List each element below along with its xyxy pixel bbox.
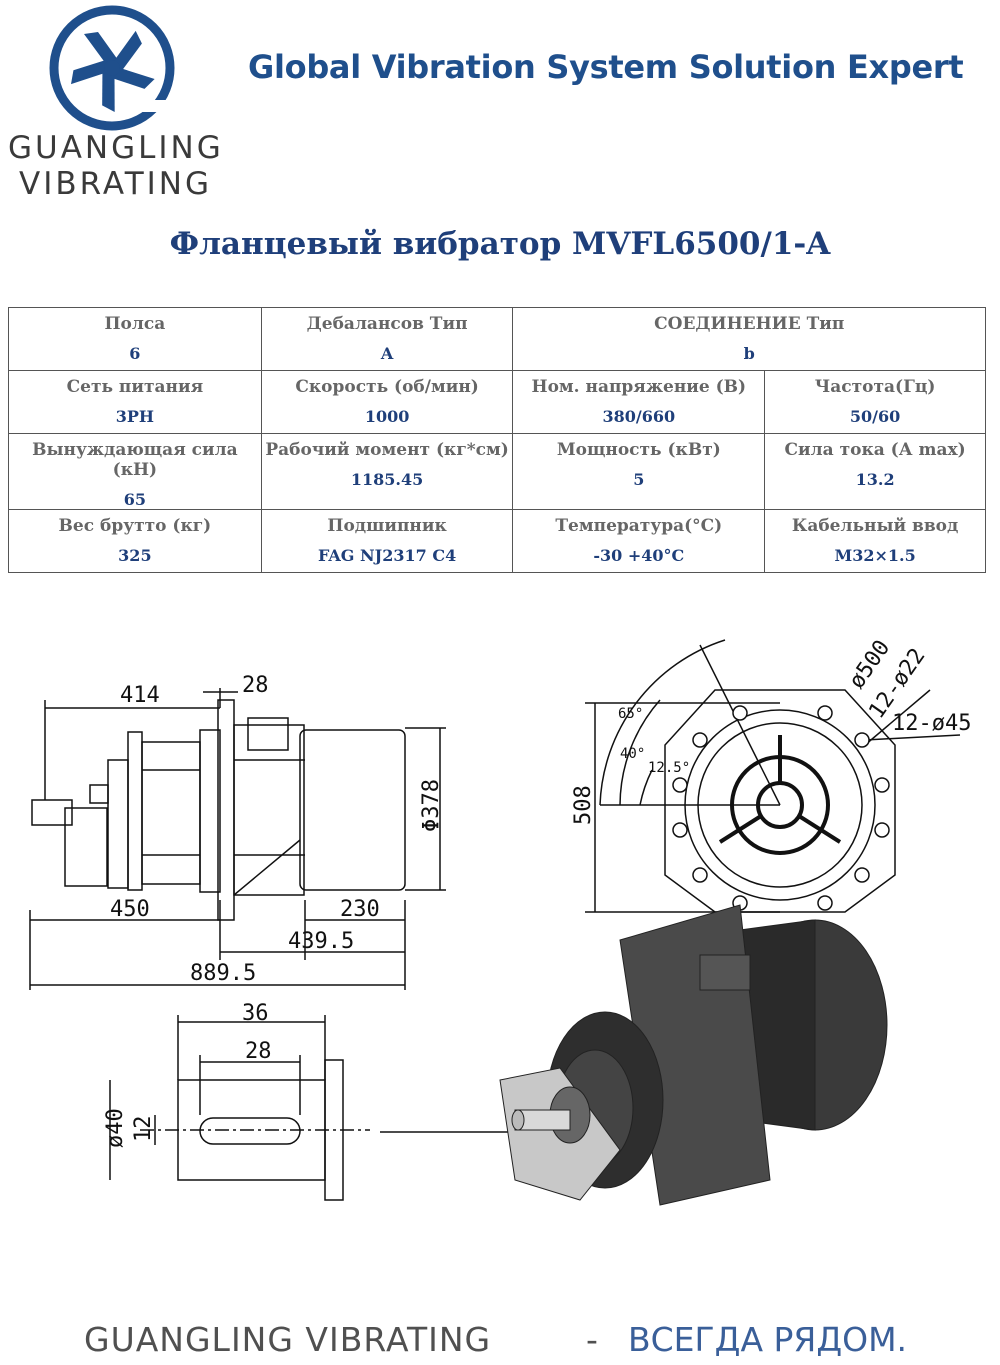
dim-230: 230 (340, 897, 380, 922)
spec-value: 5 (633, 470, 645, 489)
spec-cell: Частота(Гц) 50/60 (764, 370, 986, 434)
footer-brand: GUANGLING VIBRATING (84, 1320, 492, 1359)
dim-12-d45: 12-ø45 (892, 711, 971, 736)
spec-value: 13.2 (855, 470, 895, 489)
spec-value: M32×1.5 (834, 546, 916, 565)
shaft-detail-drawing (109, 1015, 510, 1201)
spec-label: Вес брутто (кг) (58, 516, 212, 536)
spec-value: 325 (118, 546, 152, 565)
dim-508: 508 (571, 785, 596, 825)
dim-439-5: 439.5 (288, 929, 354, 954)
spec-value: b (743, 344, 755, 363)
spec-label: Рабочий момент (кг*см) (265, 440, 509, 460)
spec-value: 65 (123, 490, 146, 509)
spec-value: 1185.45 (350, 470, 424, 489)
spec-row: Сеть питания 3PH Скорость (об/мин) 1000 Но… (8, 370, 986, 434)
spec-cell: Сеть питания 3PH (8, 370, 262, 434)
dim-28-key: 28 (245, 1039, 272, 1064)
spec-label: Частота(Гц) (814, 377, 936, 397)
dim-450: 450 (110, 897, 150, 922)
spec-label: Мощность (кВт) (556, 440, 721, 460)
dim-40deg: 40° (620, 746, 645, 762)
dim-36: 36 (242, 1001, 269, 1026)
spec-cell: Температура(°C) -30 +40°C (512, 509, 766, 573)
spec-cell: СОЕДИНЕНИЕ Тип b (512, 307, 986, 371)
spec-cell: Вынуждающая сила (кН) 65 (8, 433, 262, 510)
spec-value: FAG NJ2317 C4 (317, 546, 457, 565)
spec-value: 3PH (115, 407, 155, 426)
spec-cell: Рабочий момент (кг*см) 1185.45 (260, 433, 514, 510)
technical-drawings: 414 28 Φ378 450 230 439.5 889.5 508 65° … (29, 636, 971, 1206)
brand-name-line1: GUANGLING (8, 130, 224, 166)
footer-slogan: ВСЕГДА РЯДОМ. (628, 1320, 908, 1359)
dim-65deg: 65° (618, 706, 643, 722)
tagline: Global Vibration System Solution Expert (248, 48, 964, 86)
spec-value: A (380, 344, 394, 363)
spec-cell: Мощность (кВт) 5 (512, 433, 766, 510)
dim-12-key: 12 (131, 1116, 156, 1143)
footer-dash: - (586, 1320, 598, 1359)
spec-label: Скорость (об/мин) (295, 377, 479, 397)
dim-12-5deg: 12.5° (648, 760, 690, 776)
spec-label: Кабельный ввод (791, 516, 959, 536)
spec-value: 50/60 (849, 407, 901, 426)
spec-label: Ном. напряжение (В) (531, 377, 747, 397)
spec-label: Вынуждающая сила (кН) (32, 440, 238, 480)
footer: GUANGLING VIBRATING - ВСЕГДА РЯДОМ. (0, 1318, 1000, 1365)
spec-cell: Сила тока (А max) 13.2 (764, 433, 986, 510)
spec-cell: Скорость (об/мин) 1000 (260, 370, 514, 434)
spec-label: Сеть питания (66, 377, 204, 397)
spec-label: СОЕДИНЕНИЕ Тип (654, 314, 845, 334)
spec-value: 6 (129, 344, 141, 363)
spec-label: Подшипник (327, 516, 447, 536)
flange-view-drawing (585, 639, 961, 913)
dim-phi378: Φ378 (419, 779, 444, 832)
dim-414: 414 (120, 683, 160, 708)
spec-cell: Ном. напряжение (В) 380/660 (512, 370, 766, 434)
header: GUANGLING VIBRATING Global Vibration Sys… (0, 0, 1000, 215)
spec-label: Сила тока (А max) (784, 440, 966, 460)
dim-28: 28 (242, 673, 269, 698)
spec-value: -30 +40°C (593, 546, 685, 565)
spec-cell: Полса 6 (8, 307, 262, 371)
page-title: Фланцевый вибратор MVFL6500/1-A (169, 226, 831, 262)
spec-cell: Вес брутто (кг) 325 (8, 509, 262, 573)
dim-889-5: 889.5 (190, 961, 256, 986)
brand-name-line2: VIBRATING (19, 166, 212, 202)
spec-label: Полса (104, 314, 166, 334)
company-logo-icon (49, 5, 175, 131)
spec-label: Температура(°C) (555, 516, 723, 536)
flange-bolt-holes (672, 705, 890, 911)
vibrator-3d-render (499, 904, 888, 1206)
spec-value: 1000 (364, 407, 410, 426)
spec-label: Дебалансов Тип (306, 314, 468, 334)
spec-value: 380/660 (602, 407, 676, 426)
side-view-drawing (29, 688, 446, 990)
dim-d40: ø40 (103, 1108, 128, 1148)
spec-row: Вынуждающая сила (кН) 65 Рабочий момент (… (8, 433, 986, 510)
